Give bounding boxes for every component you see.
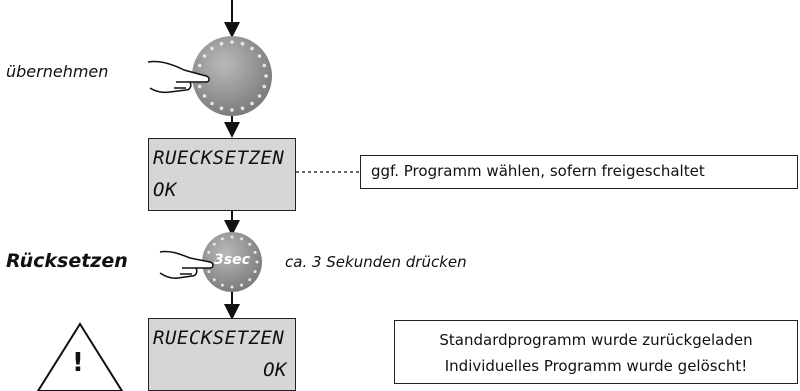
knob-dot bbox=[210, 101, 214, 106]
knob-dot bbox=[240, 41, 245, 46]
press-hint: ca. 3 Sekunden drücken bbox=[285, 253, 467, 271]
hand-pointing-icon-2 bbox=[159, 250, 214, 279]
lcd-bottom-line2: OK bbox=[263, 359, 287, 381]
knob-dot bbox=[262, 63, 267, 68]
knob-dot bbox=[220, 237, 224, 241]
knob-dot bbox=[202, 94, 207, 98]
knob-dot bbox=[212, 278, 216, 282]
knob-dot bbox=[240, 283, 244, 287]
warning-exclamation: ! bbox=[72, 348, 84, 378]
knob-dot bbox=[262, 84, 267, 89]
knob-dot bbox=[202, 54, 207, 58]
knob-dot bbox=[248, 242, 252, 246]
knob-dot bbox=[219, 41, 224, 46]
warning-triangle-icon bbox=[36, 322, 124, 391]
note-reset-line1: Standardprogramm wurde zurückgeladen bbox=[439, 331, 753, 349]
lcd-top-line1: RUECKSETZEN bbox=[153, 147, 285, 169]
note-reset-result: Standardprogramm wurde zurückgeladen Ind… bbox=[394, 320, 798, 384]
knob-dot bbox=[240, 237, 244, 241]
label-ruecksetzen: Rücksetzen bbox=[6, 250, 128, 272]
knob-dot bbox=[257, 54, 262, 58]
note-reset-line2: Individuelles Programm wurde gelöscht! bbox=[444, 357, 748, 375]
knob-dot bbox=[207, 270, 211, 274]
hand-pointing-icon bbox=[147, 60, 210, 94]
note-program-select: ggf. Programm wählen, sofern freigeschal… bbox=[360, 155, 798, 189]
knob-dot bbox=[210, 46, 214, 51]
knob-dot bbox=[257, 94, 262, 98]
knob-dot bbox=[220, 283, 224, 287]
knob-dot bbox=[197, 63, 202, 68]
lcd-display-top: RUECKSETZEN OK bbox=[148, 138, 296, 211]
knob-dot bbox=[240, 106, 245, 111]
rotary-knob-3sec-icon[interactable] bbox=[202, 232, 262, 292]
knob-dot bbox=[230, 108, 234, 112]
knob-dot bbox=[219, 106, 224, 111]
knob-dot bbox=[212, 242, 216, 246]
knob-dot bbox=[207, 250, 211, 254]
knob-dot bbox=[253, 250, 257, 254]
knob-dot bbox=[250, 101, 254, 106]
knob-dot bbox=[248, 278, 252, 282]
note-program-select-text: ggf. Programm wählen, sofern freigeschal… bbox=[371, 162, 705, 180]
lcd-bottom-line1: RUECKSETZEN bbox=[153, 327, 285, 349]
lcd-display-bottom: RUECKSETZEN OK bbox=[148, 318, 296, 391]
knob-dot bbox=[250, 46, 254, 51]
knob-dot bbox=[264, 74, 268, 78]
knob-dot bbox=[230, 40, 234, 44]
lcd-top-line2: OK bbox=[153, 179, 177, 201]
knob-dot bbox=[255, 260, 259, 264]
label-uebernehmen: übernehmen bbox=[6, 62, 109, 81]
rotary-knob-icon[interactable] bbox=[192, 36, 272, 116]
knob-3sec-label: 3sec bbox=[214, 252, 250, 268]
knob-dot bbox=[197, 84, 202, 89]
knob-dot bbox=[230, 285, 234, 289]
knob-dot bbox=[230, 235, 234, 239]
knob-dot bbox=[253, 270, 257, 274]
